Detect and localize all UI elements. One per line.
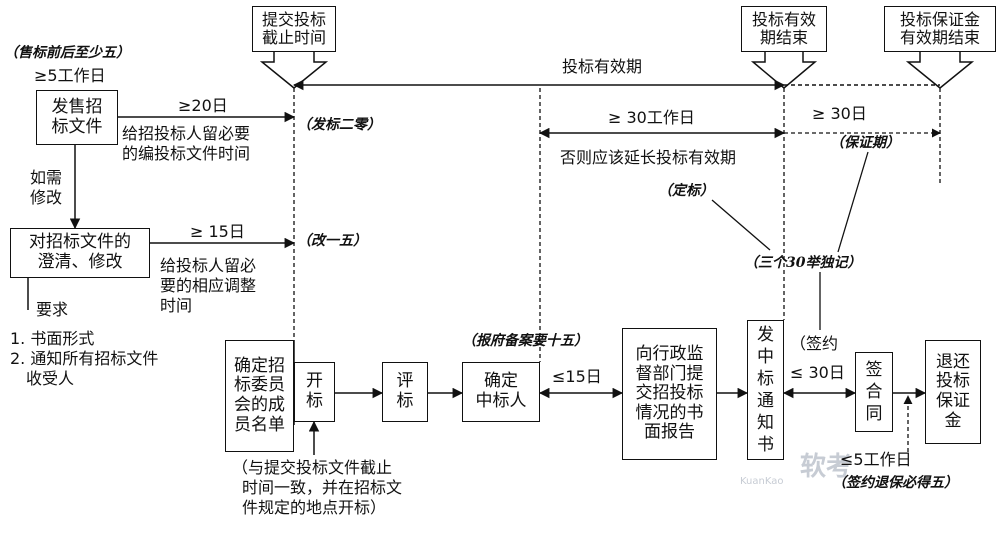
evaluate-line-2: 标 xyxy=(396,391,414,411)
min-5-workdays-label: ≥5工作日 xyxy=(34,66,106,85)
sell-documents-box: 发售招标文件 xyxy=(36,90,118,145)
report-line-4: 情况的书 xyxy=(635,402,704,423)
report-line-5: 面报告 xyxy=(644,422,695,443)
ge15-desc-line-1: 给投标人留必 xyxy=(160,256,257,275)
clarify-line-2: 澄清、修改 xyxy=(37,252,123,272)
open-note-line-3: 件规定的地点开标） xyxy=(242,498,387,517)
contract-char-1: 签 xyxy=(865,359,883,380)
note-refund: （签约退保必得五） xyxy=(832,475,958,491)
clarify-line-1: 对招标文件的 xyxy=(29,232,131,253)
notice-char-5: 知 xyxy=(757,413,774,434)
committee-line-3: 会的成 xyxy=(234,395,285,415)
report-line-2: 督部门提 xyxy=(635,363,704,384)
sell-line-1: 发售招 xyxy=(51,96,103,117)
ge15-desc: 给投标人留必 要的相应调整 时间 xyxy=(160,256,256,316)
bid-deadline-line-1: 提交投标 xyxy=(261,9,326,29)
open-bids-box: 开标 xyxy=(294,362,335,422)
le5-workdays-label: ≤5工作日 xyxy=(840,450,912,469)
award-notice-box: 发 中 标 通 知 书 xyxy=(747,320,784,460)
ge20-desc-line-2: 的编投标文件时间 xyxy=(122,144,251,163)
deposit-end-box: 投标保证金有效期结束 xyxy=(884,6,996,52)
validity-end-box: 投标有效期结束 xyxy=(741,6,827,52)
watermark-sub: KuanKao xyxy=(740,476,784,487)
committee-line-4: 员名单 xyxy=(234,414,285,435)
requirement-list: 1. 书面形式 2. 通知所有招标文件 收受人 xyxy=(10,329,158,389)
report-line-3: 交招投标 xyxy=(635,383,704,404)
note-three-30: （三个30举独记） xyxy=(744,255,862,271)
open-line-1: 开 xyxy=(306,371,323,392)
ge15-days-label: ≥ 15日 xyxy=(190,222,245,241)
notice-char-3: 标 xyxy=(757,368,774,389)
ge20-desc-line-1: 给招投标人留必要 xyxy=(122,124,251,143)
refund-line-4: 金 xyxy=(944,410,962,431)
committee-line-2: 标委员 xyxy=(234,375,285,396)
watermark-main: 软考 xyxy=(800,452,853,482)
open-note-line-1: （与提交投标文件截止 xyxy=(232,458,393,477)
if-needed-line-2: 修改 xyxy=(30,188,63,207)
validity-end-line-2: 期结束 xyxy=(759,28,808,47)
winner-line-2: 中标人 xyxy=(475,391,527,411)
le15-days-label: ≤15日 xyxy=(552,367,602,386)
contract-char-2: 合 xyxy=(865,381,883,402)
refund-line-2: 投标 xyxy=(936,371,970,392)
bid-deadline-line-2: 截止时间 xyxy=(261,28,326,47)
bid-deadline-box: 提交投标截止时间 xyxy=(252,6,336,52)
note-sale-days: （售标前后至少五） xyxy=(4,45,130,61)
deposit-end-line-2: 有效期结束 xyxy=(899,28,980,47)
open-note-line-2: 时间一致，并在招标文 xyxy=(242,478,403,497)
written-report-box: 向行政监 督部门提 交招投标 情况的书 面报告 xyxy=(622,328,717,460)
sign-contract-box: 签 合 同 xyxy=(855,352,893,432)
note-report-15: （报府备案要十五） xyxy=(462,333,588,349)
requirement-item-3: 收受人 xyxy=(26,369,75,388)
note-clarify-15: （改一五） xyxy=(297,233,367,249)
if-needed-label: 如需 修改 xyxy=(30,168,62,208)
open-bid-note: （与提交投标文件截止 时间一致，并在招标文 件规定的地点开标） xyxy=(232,458,402,518)
if-needed-line-1: 如需 xyxy=(30,168,63,187)
open-line-2: 标 xyxy=(306,391,323,411)
note-send-two-week: （发标二零） xyxy=(297,117,381,133)
le30-days-label: ≤ 30日 xyxy=(790,363,845,382)
ge20-desc: 给招投标人留必要 的编投标文件时间 xyxy=(122,124,250,164)
ge15-desc-line-2: 要的相应调整 xyxy=(160,276,257,295)
ge30-days-label: ≥ 30日 xyxy=(812,104,867,123)
committee-line-1: 确定招 xyxy=(234,355,285,376)
refund-line-3: 保证 xyxy=(936,391,970,411)
ge20-days-label: ≥20日 xyxy=(178,96,228,115)
winner-line-1: 确定 xyxy=(484,371,518,392)
requirement-item-1: 1. 书面形式 xyxy=(10,329,95,348)
notice-char-4: 通 xyxy=(757,391,774,411)
sell-line-2: 标文件 xyxy=(51,116,103,137)
note-deposit-period: （保证期） xyxy=(830,135,900,151)
extend-validity-label: 否则应该延长投标有效期 xyxy=(560,148,737,167)
requirement-label: 要求 xyxy=(36,300,69,319)
deposit-end-line-1: 投标保证金 xyxy=(899,9,980,29)
evaluate-bids-box: 评标 xyxy=(382,362,428,422)
notice-char-6: 书 xyxy=(757,435,774,456)
refund-deposit-box: 退还 投标 保证 金 xyxy=(925,340,981,444)
evaluate-line-1: 评 xyxy=(396,371,414,392)
refund-line-1: 退还 xyxy=(936,351,970,372)
ge30-workdays-label: ≥ 30工作日 xyxy=(608,108,695,127)
notice-char-1: 发 xyxy=(757,324,774,345)
notice-char-2: 中 xyxy=(757,346,774,367)
committee-box: 确定招 标委员 会的成 员名单 xyxy=(225,340,294,452)
determine-winner-box: 确定中标人 xyxy=(462,362,540,422)
requirement-item-2: 2. 通知所有招标文件 xyxy=(10,349,159,368)
contract-char-3: 同 xyxy=(865,404,883,425)
validity-end-line-1: 投标有效 xyxy=(751,9,816,29)
report-line-1: 向行政监 xyxy=(635,344,704,365)
note-award: （定标） xyxy=(658,183,714,199)
validity-period-label: 投标有效期 xyxy=(562,57,643,76)
sign-contract-label: （签约 xyxy=(790,334,839,353)
clarify-documents-box: 对招标文件的澄清、修改 xyxy=(10,228,150,278)
ge15-desc-line-3: 时间 xyxy=(160,296,193,315)
